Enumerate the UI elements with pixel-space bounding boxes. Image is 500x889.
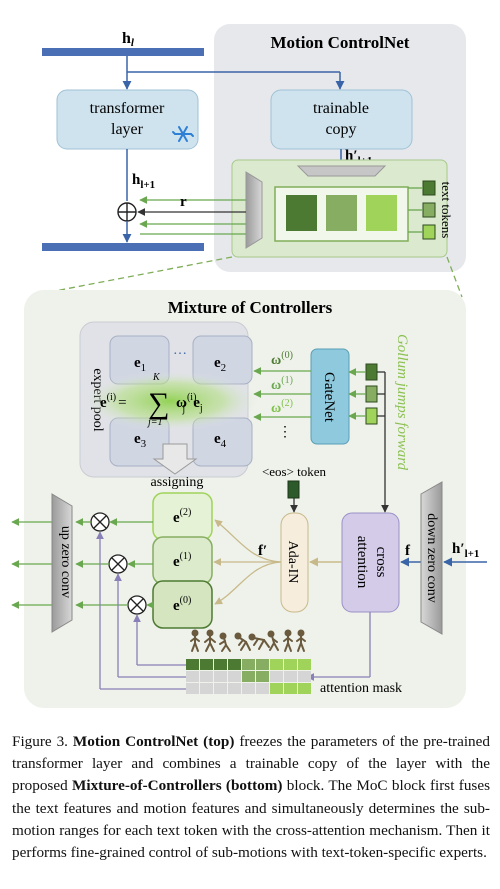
f-label: f — [405, 543, 411, 559]
mini-token-2 — [422, 224, 436, 240]
svg-text:e(1): e(1) — [173, 551, 191, 570]
mini-expert-0 — [286, 195, 317, 231]
text-tokens-label: text tokens — [439, 182, 454, 239]
down-zero-conv-label: down zero conv — [424, 513, 439, 602]
svg-text:⋮: ⋮ — [278, 425, 292, 440]
bottom-layer-bar — [42, 243, 204, 251]
mini-up-conv — [245, 171, 263, 249]
svg-text:e3: e3 — [134, 431, 147, 450]
mini-down-conv — [296, 165, 387, 177]
svg-text:j=1: j=1 — [146, 417, 163, 428]
mini-expert-1 — [326, 195, 357, 231]
transformer-layer-box — [56, 89, 199, 150]
mini-token-0 — [422, 180, 436, 196]
svg-text:e1: e1 — [134, 355, 146, 374]
svg-text:ω(i)jej: ω(i)jej — [176, 392, 203, 415]
token-0 — [365, 363, 378, 381]
snowflake-icon — [172, 126, 194, 142]
h-l-label: hl — [122, 30, 135, 49]
attention-mask-label: attention mask — [320, 681, 402, 696]
h-l1-label: hl+1 — [132, 172, 155, 191]
figure-caption: Figure 3. Motion ControlNet (top) freeze… — [12, 731, 490, 864]
motion-controlnet-title: Motion ControlNet — [271, 33, 410, 52]
svg-text:e(0): e(0) — [173, 595, 191, 614]
top-layer-bar — [42, 48, 204, 56]
svg-text:ω(0): ω(0) — [271, 350, 293, 368]
f-prime-label: f′ — [258, 543, 267, 559]
token-2 — [365, 407, 378, 425]
caption-bold-1: Motion ControlNet (top) — [72, 733, 235, 750]
assigning-label: assigning — [151, 475, 204, 490]
svg-text:e2: e2 — [214, 355, 226, 374]
eos-token — [287, 480, 300, 499]
mini-token-1 — [422, 202, 436, 218]
svg-text:e4: e4 — [214, 431, 227, 450]
eos-token-label: <eos> token — [262, 464, 327, 479]
multiply-operator-2 — [90, 512, 110, 532]
trainable-copy-box — [270, 89, 413, 150]
expert-dots: … — [173, 343, 187, 358]
caption-bold-2: Mixture-of-Controllers (bottom) — [72, 777, 283, 795]
gatenet-label: GateNet — [321, 372, 337, 423]
caption-text-2: block. The MoC block first fuses the tex… — [12, 777, 490, 862]
svg-text:e(2): e(2) — [173, 507, 191, 526]
mini-expert-2 — [366, 195, 397, 231]
up-zero-conv — [51, 493, 73, 633]
assigning-arrow — [152, 443, 198, 475]
attention-mask-grid — [186, 659, 311, 694]
svg-text:∑: ∑ — [148, 387, 169, 420]
multiply-operator-0 — [127, 595, 147, 615]
svg-text:K: K — [152, 372, 161, 383]
h-prime-l1-moc: h′l+1 — [452, 541, 479, 560]
multiply-operator-1 — [108, 554, 128, 574]
up-zero-conv-label: up zero conv — [58, 526, 73, 598]
svg-text:ω(2): ω(2) — [271, 398, 293, 416]
down-zero-conv — [420, 481, 443, 635]
f-prime-curve — [214, 519, 282, 563]
weighted-sum-formula: e(i)= — [100, 392, 127, 411]
moc-title: Mixture of Controllers — [168, 298, 333, 317]
svg-text:ω(1): ω(1) — [271, 375, 293, 393]
caption-fig: Figure 3. — [12, 733, 73, 750]
r-label: r — [180, 194, 187, 210]
ada-in-label: Ada-IN — [285, 541, 300, 584]
motion-sequence-figures — [190, 629, 306, 652]
text-prompt: Gollum jumps forward — [394, 334, 410, 471]
cross-attention-label: crossattention — [354, 536, 389, 589]
token-1 — [365, 385, 378, 403]
weighted-sum-glow — [80, 371, 260, 431]
caption-text-1: freezes the parameters of the pre-traine… — [12, 733, 490, 795]
